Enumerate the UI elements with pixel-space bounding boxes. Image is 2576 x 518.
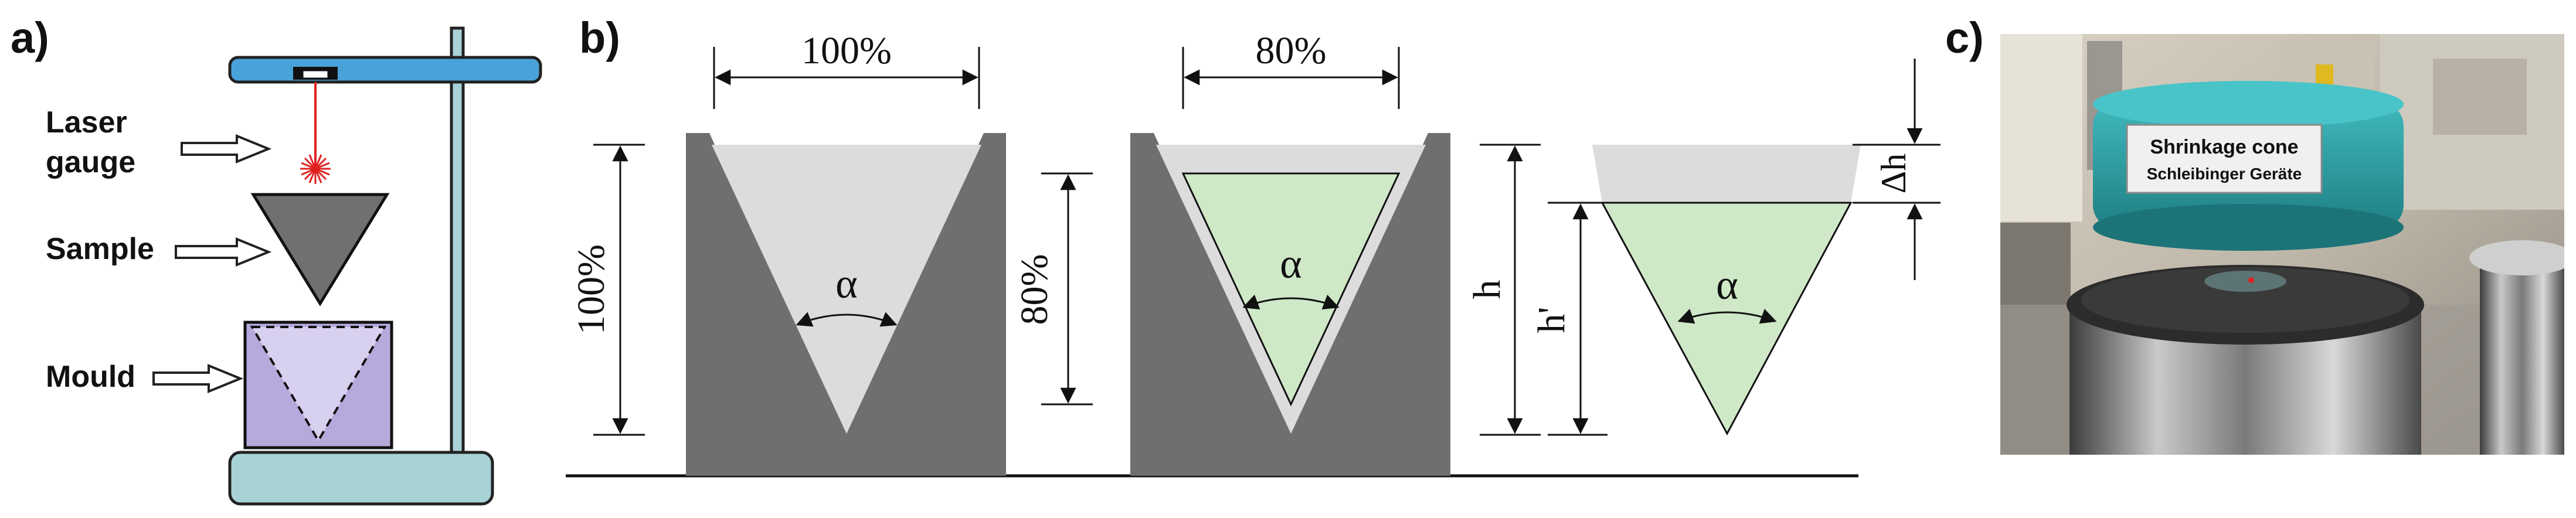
cone-3-top-gray (1592, 145, 1861, 203)
mould-2-body (1130, 133, 1450, 476)
sample-pointer-arrow-icon (175, 237, 272, 267)
delta-h-label: Δh (1874, 154, 1913, 194)
panel-c-label: c) (1945, 13, 1984, 62)
angle-arc-2 (1242, 294, 1340, 310)
stand-base (228, 451, 494, 506)
panel-a-label: a) (11, 13, 49, 62)
mould-label: Mould (46, 360, 135, 394)
sample-cone (250, 193, 390, 306)
angle-arc-3 (1677, 308, 1777, 324)
cone-3-green (1600, 202, 1853, 436)
angle-alpha-3: α (1716, 261, 1738, 308)
mould-cavity (250, 326, 387, 443)
laser-label-line2: gauge (46, 145, 135, 179)
mould-1-body (686, 133, 1006, 476)
width-80-label: 80% (1256, 29, 1327, 72)
h-label: h (1466, 280, 1508, 299)
panel-b-label: b) (579, 13, 620, 62)
cone-1-full (712, 145, 981, 434)
width-100-label: 100% (801, 29, 892, 72)
angle-arc-1 (796, 312, 898, 327)
device-photo: Shrinkage cone Schleibinger Geräte (2000, 34, 2564, 455)
height-100-label: 100% (570, 244, 613, 335)
panel-c: c) Shrinkage (1945, 13, 2564, 455)
mould-pointer-arrow-icon (152, 364, 244, 393)
stand-arm (228, 56, 542, 84)
laser-lens (301, 69, 329, 80)
device-label-line1: Shrinkage cone (2150, 136, 2298, 158)
angle-alpha-1: α (835, 260, 858, 307)
cone-2-shrunk (1181, 172, 1401, 407)
panel-a: a) Laser gauge Sample Mould (11, 13, 542, 506)
panel-b: b) α 100% 100% α 80% 80% (566, 13, 1941, 478)
stand-pole (450, 26, 465, 458)
sample-label: Sample (46, 232, 154, 266)
device-label-line2: Schleibinger Geräte (2147, 165, 2302, 183)
laser-pointer-arrow-icon (181, 134, 272, 163)
laser-spot-icon (300, 154, 331, 184)
height-80-label: 80% (1013, 254, 1056, 325)
angle-alpha-2: α (1280, 240, 1302, 287)
h-prime-label: h' (1530, 307, 1573, 333)
laser-label-line1: Laser (46, 105, 127, 139)
